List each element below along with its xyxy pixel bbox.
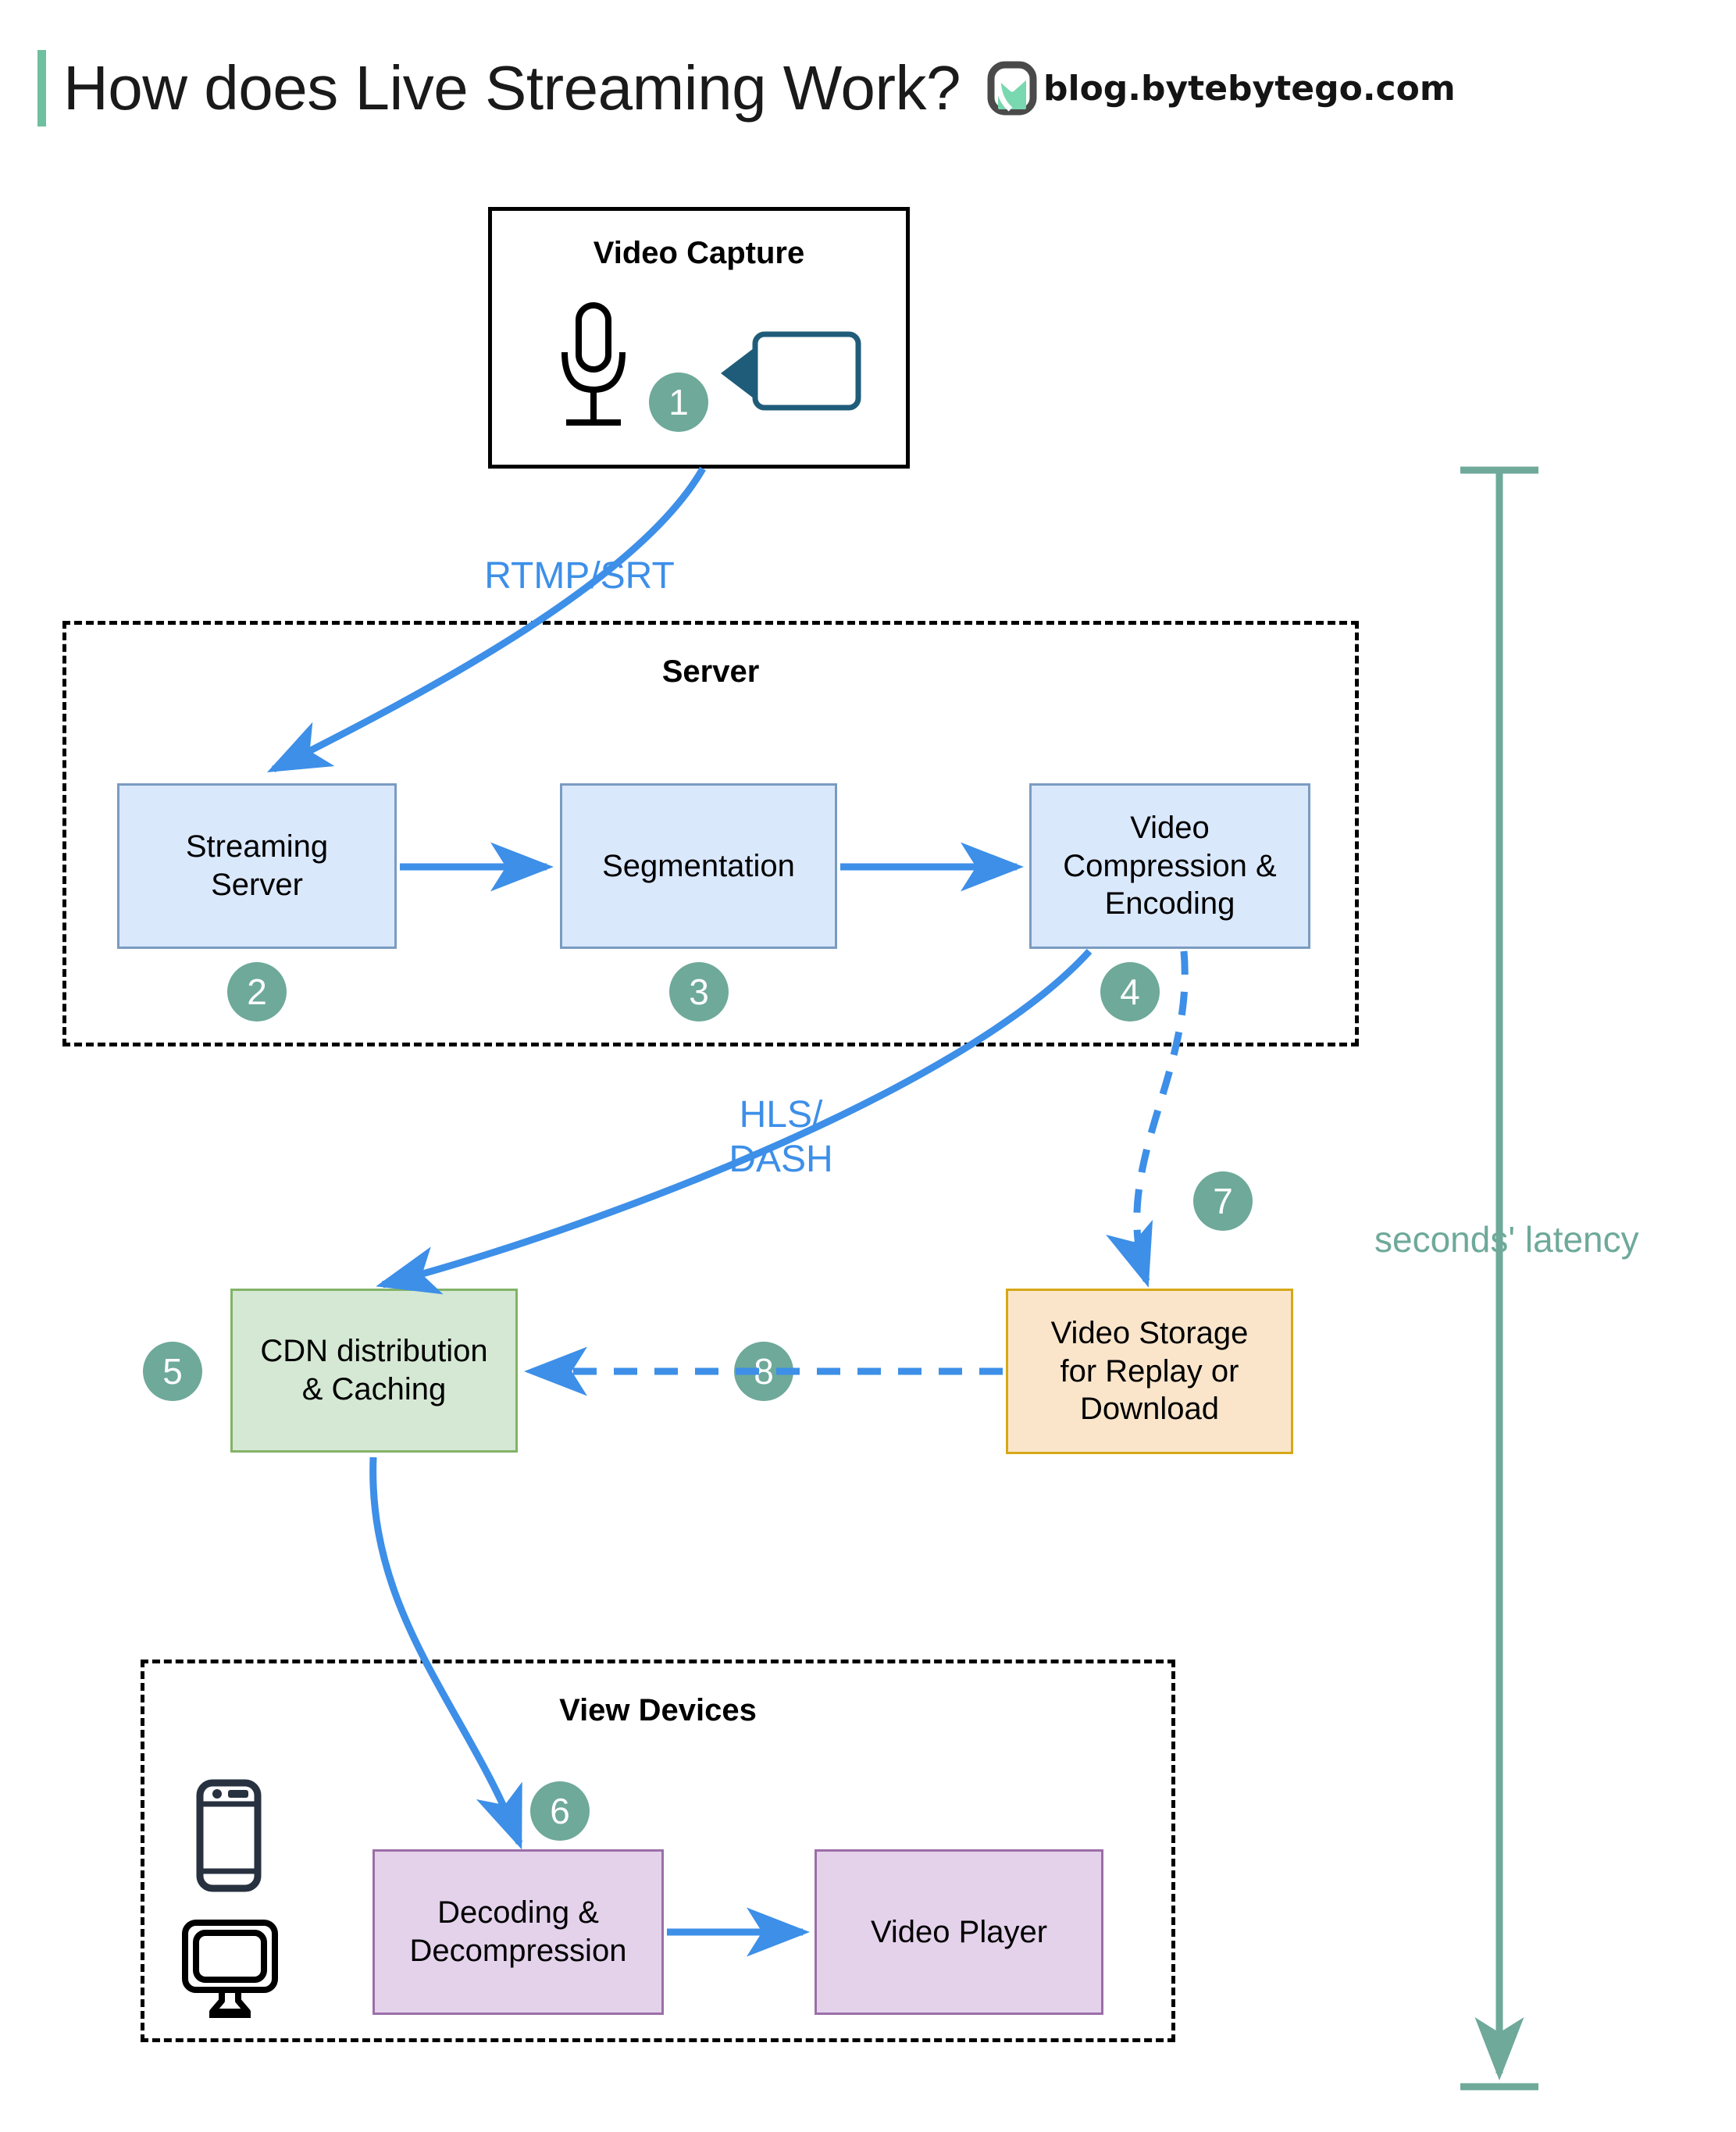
smartphone-icon xyxy=(196,1779,262,1892)
group-view-devices-title: View Devices xyxy=(559,1693,757,1727)
group-video-capture-title: Video Capture xyxy=(593,236,805,270)
page-title: How does Live Streaming Work? xyxy=(63,53,961,123)
node-cdn[interactable]: CDN distribution& Caching xyxy=(230,1289,518,1453)
step-badge-1: 1 xyxy=(649,373,708,432)
step-badge-2: 2 xyxy=(227,962,287,1021)
video-camera-icon xyxy=(721,331,861,411)
node-video-player-label: Video Player xyxy=(870,1914,1048,1949)
group-view-devices: View Devices xyxy=(141,1660,1175,2042)
step-badge-3: 3 xyxy=(669,962,729,1021)
node-cdn-label: CDN distribution& Caching xyxy=(260,1334,488,1406)
node-decoding[interactable]: Decoding &Decompression xyxy=(373,1849,664,2015)
group-server-title: Server xyxy=(661,654,760,689)
brand-mark: blog.bytebytego.com xyxy=(987,61,1456,116)
step-badge-7: 7 xyxy=(1193,1171,1253,1231)
page-header: How does Live Streaming Work? blog.byteb… xyxy=(37,45,1456,131)
node-segmentation-label: Segmentation xyxy=(602,848,795,883)
title-accent-bar xyxy=(37,50,46,127)
step-badge-4: 4 xyxy=(1100,962,1160,1021)
step-badge-8: 8 xyxy=(734,1342,793,1401)
latency-label: seconds' latency xyxy=(1374,1219,1639,1260)
microphone-icon xyxy=(561,302,626,426)
edge-label-hls-dash: HLS/DASH xyxy=(729,1094,833,1180)
bytebytego-logo-icon xyxy=(987,61,1037,116)
node-segmentation[interactable]: Segmentation xyxy=(560,783,837,949)
edge-label-rtmp-srt: RTMP/SRT xyxy=(484,555,675,597)
node-video-player[interactable]: Video Player xyxy=(815,1849,1103,2015)
step-badge-5: 5 xyxy=(143,1342,202,1401)
desktop-monitor-icon xyxy=(182,1920,278,2018)
brand-url: blog.bytebytego.com xyxy=(1043,68,1456,109)
node-decoding-label: Decoding &Decompression xyxy=(409,1895,627,1968)
step-badge-6: 6 xyxy=(530,1781,590,1841)
